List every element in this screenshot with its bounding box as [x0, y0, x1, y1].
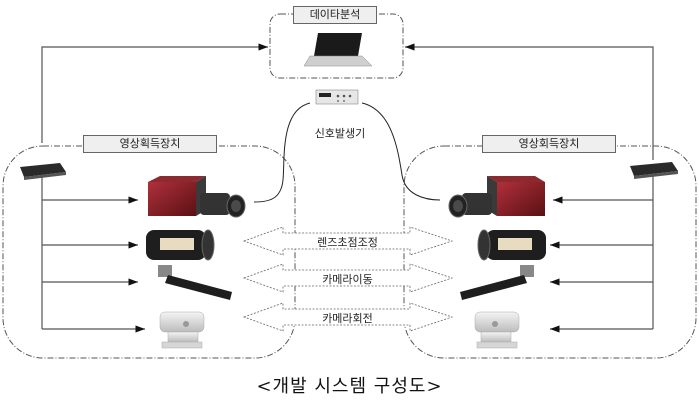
signal-generator-icon [315, 89, 359, 105]
right-linear-stage-icon [460, 265, 534, 300]
link-arrow-camera-rotate [242, 302, 454, 332]
right-to-analysis-line [405, 43, 654, 160]
right-camera-icon [448, 176, 545, 218]
left-linear-stage-icon [158, 265, 232, 300]
link-label-camera-move: 카메라이동 [322, 273, 373, 286]
left-zoom-lens-icon [146, 229, 215, 261]
left-to-analysis-line [41, 43, 268, 143]
right-unit-label: 영상회득장치 [482, 135, 616, 153]
right-unit-group [403, 145, 697, 359]
right-pan-tilt-icon [474, 311, 520, 349]
right-controller-box-icon [630, 162, 678, 179]
link-label-lens-focus: 렌즈초점조정 [317, 236, 378, 249]
left-controller-box-icon [20, 163, 66, 180]
signal-cable-left [253, 102, 311, 203]
data-analysis-label: 데이타분석 [293, 6, 377, 24]
laptop-icon [303, 33, 373, 67]
signal-generator-label: 신호발생기 [314, 127, 366, 140]
signal-cable-right [361, 102, 441, 201]
left-unit-label: 영상획득장치 [83, 135, 217, 153]
link-arrow-camera-move [242, 263, 454, 293]
left-pan-tilt-icon [159, 311, 205, 349]
link-arrow-lens-focus [242, 226, 454, 256]
left-camera-icon [148, 176, 246, 218]
left-unit-group [2, 145, 296, 359]
right-zoom-lens-icon [477, 229, 546, 261]
figure-caption: <개발 시스템 구성도> [256, 376, 443, 397]
link-label-camera-rotate: 카메라회전 [322, 312, 373, 325]
